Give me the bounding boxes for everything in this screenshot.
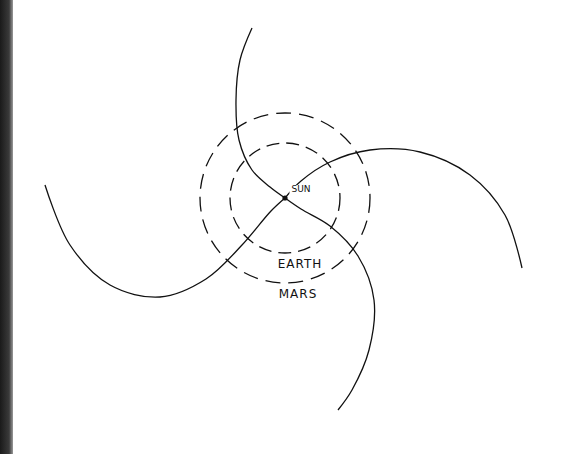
sun-dot [282,195,287,200]
sun-label: SUN [289,185,312,195]
spiral-arm [236,28,285,198]
mars-orbit [200,113,370,283]
spiral-arm [285,149,522,268]
spiral-arms [45,28,522,410]
mars-label: MARS [277,288,320,301]
earth-label: EARTH [276,258,325,271]
spiral-arm [45,185,285,297]
spiral-arm [285,198,375,410]
edge-strip [0,0,13,454]
